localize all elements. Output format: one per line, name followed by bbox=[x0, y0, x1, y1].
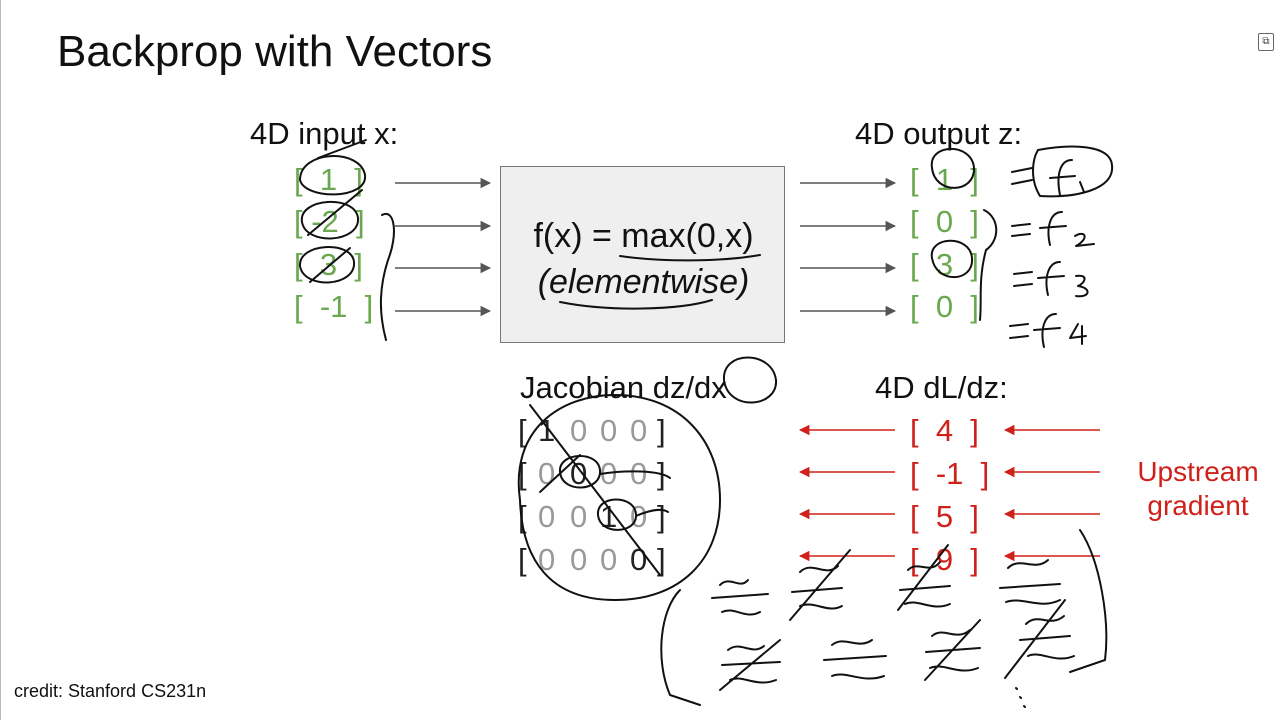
expand-icon[interactable]: ⧉ bbox=[1258, 33, 1274, 51]
ink-circle bbox=[299, 155, 367, 196]
ink-fraction bbox=[719, 639, 781, 691]
upstream-label-line1: Upstream bbox=[1137, 456, 1259, 487]
ink-f2 bbox=[1039, 211, 1095, 247]
jacobian-open-bracket: [ bbox=[518, 542, 527, 577]
output-row-4: [ 0 ] bbox=[910, 289, 979, 324]
jacobian-close-bracket: ] bbox=[657, 542, 666, 577]
ink-brace bbox=[979, 209, 998, 321]
ink-circle bbox=[722, 356, 778, 404]
jacobian-close-bracket: ] bbox=[657, 413, 666, 448]
ink-fraction bbox=[711, 579, 769, 616]
ink-circle bbox=[596, 498, 638, 531]
input-row-1: [ 1 ] bbox=[294, 162, 363, 197]
function-box: f(x) = max(0,x) (elementwise) bbox=[500, 166, 785, 343]
ink-stroke bbox=[317, 139, 367, 159]
jacobian-open-bracket: [ bbox=[518, 499, 527, 534]
ink-dots bbox=[1015, 687, 1026, 708]
ink-circle bbox=[558, 455, 602, 489]
function-note: (elementwise) bbox=[537, 263, 750, 301]
jacobian-open-bracket: [ bbox=[518, 456, 527, 491]
dldz-row-3: [ 5 ] bbox=[910, 499, 979, 534]
jacobian-open-bracket: [ bbox=[518, 413, 527, 448]
handwriting-ink bbox=[298, 139, 1114, 708]
function-formula: f(x) = max(0,x) bbox=[533, 217, 754, 255]
page-title: Backprop with Vectors bbox=[57, 27, 493, 76]
ink-underline bbox=[619, 254, 761, 262]
ink-fraction bbox=[897, 544, 951, 611]
dldz-row-4: [ 9 ] bbox=[910, 542, 979, 577]
jacobian-close-bracket: ] bbox=[657, 499, 666, 534]
ink-stroke bbox=[539, 454, 581, 493]
ink-fraction bbox=[924, 619, 981, 681]
ink-equals bbox=[1009, 323, 1029, 339]
jacobian-cell: 0 bbox=[570, 413, 588, 448]
upstream-gradient-label: Upstream gradient bbox=[1118, 455, 1278, 522]
jacobian-cell: 0 bbox=[570, 456, 588, 491]
ink-equals bbox=[1011, 223, 1031, 237]
jacobian-cell: 0 bbox=[600, 542, 618, 577]
ink-box bbox=[1032, 145, 1114, 198]
ink-equals bbox=[1013, 271, 1033, 287]
ink-stroke bbox=[599, 470, 671, 479]
input-header: 4D input x: bbox=[250, 116, 399, 151]
ink-f4 bbox=[1033, 313, 1087, 348]
output-row-2: [ 0 ] bbox=[910, 204, 979, 239]
ink-circle bbox=[300, 200, 360, 240]
ink-fraction bbox=[1004, 599, 1075, 679]
ink-underline bbox=[559, 299, 713, 310]
ink-circle bbox=[517, 394, 721, 601]
jacobian-cell: 0 bbox=[570, 499, 588, 534]
credit-text: credit: Stanford CS231n bbox=[14, 681, 207, 701]
jacobian-header: Jacobian dz/dx bbox=[520, 370, 727, 405]
jacobian-cell: 0 bbox=[570, 542, 588, 577]
output-header: 4D output z: bbox=[855, 116, 1023, 151]
dldz-row-1: [ 4 ] bbox=[910, 413, 979, 448]
ink-bracket bbox=[660, 589, 701, 706]
left-edge-border bbox=[0, 0, 1, 720]
ink-stroke bbox=[307, 189, 363, 236]
ink-equals bbox=[1011, 167, 1033, 185]
jacobian-cell: 0 bbox=[630, 413, 648, 448]
jacobian-cell: 1 bbox=[600, 499, 618, 534]
ink-stroke bbox=[309, 247, 351, 283]
ink-bracket bbox=[1069, 529, 1108, 673]
ink-stroke bbox=[635, 508, 669, 517]
ink-diagonal bbox=[529, 404, 661, 576]
ink-brace bbox=[379, 212, 395, 341]
jacobian-cell: 0 bbox=[538, 542, 556, 577]
ink-fraction bbox=[823, 639, 887, 680]
input-row-4: [ -1 ] bbox=[294, 289, 374, 324]
ink-f1 bbox=[1049, 159, 1085, 196]
ink-circle bbox=[930, 147, 976, 189]
jacobian-cell: 0 bbox=[630, 456, 648, 491]
ink-fraction bbox=[789, 549, 851, 621]
input-row-3: [ 3 ] bbox=[294, 247, 363, 282]
ink-f3 bbox=[1037, 261, 1089, 298]
dldz-header: 4D dL/dz: bbox=[875, 370, 1008, 405]
dldz-row-2: [ -1 ] bbox=[910, 456, 990, 491]
jacobian-cell: 0 bbox=[538, 499, 556, 534]
jacobian-cell: 0 bbox=[600, 413, 618, 448]
upstream-label-line2: gradient bbox=[1147, 489, 1249, 521]
ink-fraction bbox=[999, 559, 1061, 605]
ink-circle bbox=[930, 239, 974, 279]
